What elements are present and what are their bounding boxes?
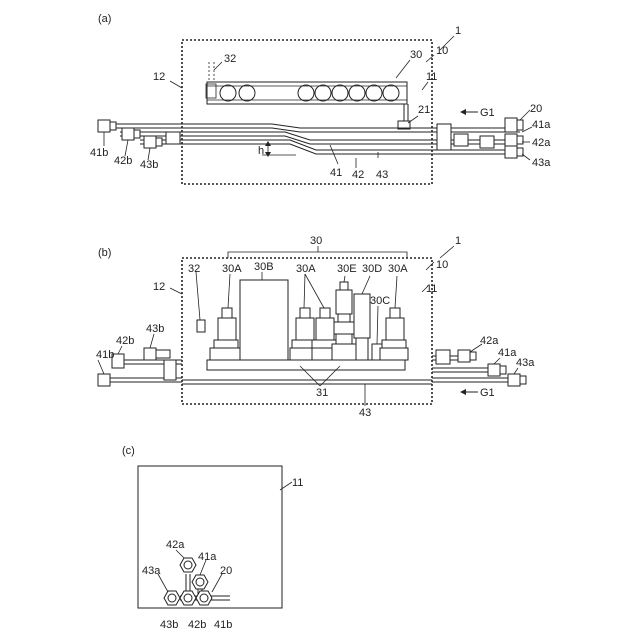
ref-31-b: 31	[316, 387, 328, 399]
fitting-42b-c	[180, 591, 196, 605]
ref-43a-c: 43a	[142, 565, 161, 577]
block-30b-b	[240, 280, 288, 360]
fitting-41a-c	[192, 575, 208, 589]
ref-12-a: 12	[153, 71, 165, 83]
figure-a: (a)	[90, 13, 551, 184]
ref-42-a: 42	[352, 169, 364, 181]
ref-12-b: 12	[153, 281, 165, 293]
ref-42b-c: 42b	[188, 619, 206, 631]
ref-41a-c: 41a	[198, 551, 217, 563]
ref-41b-b: 41b	[96, 349, 114, 361]
housing-10-a	[182, 40, 432, 184]
ref-32-b: 32	[188, 263, 200, 275]
fitting-41b-c	[196, 591, 212, 605]
ref-41a-b: 41a	[498, 347, 517, 359]
ref-43b-a: 43b	[140, 159, 158, 171]
ref-30e-b: 30E	[337, 263, 357, 275]
ref-30b-b: 30B	[254, 261, 274, 273]
ref-30d-b: 30D	[362, 263, 382, 275]
figure-c: (c)	[122, 445, 303, 631]
ref-30-a: 30	[410, 49, 422, 61]
ref-30a-1-b: 30A	[222, 263, 242, 275]
flow-g1-a: G1	[480, 107, 495, 119]
ref-30c-b: 30C	[370, 295, 390, 307]
ref-42b-b: 42b	[116, 335, 134, 347]
ref-h-a: h	[258, 145, 264, 157]
flow-g1-b: G1	[480, 387, 495, 399]
valve-30a-left	[210, 308, 240, 360]
valve-30a-right	[380, 308, 408, 360]
ref-32-a: 32	[224, 53, 236, 65]
ref-43b-b: 43b	[146, 323, 164, 335]
ref-20-c: 20	[220, 565, 232, 577]
ref-11-c: 11	[292, 477, 303, 489]
ref-42a-a: 42a	[532, 137, 551, 149]
fitting-42a-c	[180, 558, 196, 572]
ref-43-b: 43	[359, 407, 371, 419]
ref-30a-3-b: 30A	[388, 263, 408, 275]
ref-1-a: 1	[455, 25, 461, 37]
ref-10-a: 10	[436, 45, 448, 57]
ref-42a-b: 42a	[480, 335, 499, 347]
regulator-30d-30e	[332, 282, 370, 360]
base-plate-31-b	[207, 360, 405, 370]
fitting-43b-c	[164, 591, 180, 605]
ref-41a-a: 41a	[532, 119, 551, 131]
ref-42b-a: 42b	[114, 155, 132, 167]
ref-43a-b: 43a	[516, 357, 535, 369]
panel-label-c: (c)	[122, 445, 135, 457]
ref-41b-c: 41b	[214, 619, 232, 631]
ref-43b-c: 43b	[160, 619, 178, 631]
figure-b: (b)	[96, 235, 535, 419]
ref-43a-a: 43a	[532, 157, 551, 169]
ref-42a-c: 42a	[166, 539, 185, 551]
end-wall-11-c	[138, 466, 282, 608]
ref-43-a: 43	[376, 169, 388, 181]
panel-label-a: (a)	[98, 13, 111, 25]
ref-41b-a: 41b	[90, 147, 108, 159]
ref-30a-2-b: 30A	[296, 263, 316, 275]
ref-10-b: 10	[436, 259, 448, 271]
ref-20-a: 20	[530, 103, 542, 115]
ref-1-b: 1	[455, 235, 461, 247]
panel-label-b: (b)	[98, 247, 111, 259]
cylinder-row-a	[220, 85, 399, 101]
ref-41-a: 41	[330, 167, 342, 179]
ref-30-b: 30	[310, 235, 322, 247]
right-fittings-a	[437, 118, 523, 158]
ref-11-a: 11	[426, 71, 437, 83]
ref-11-b: 11	[426, 283, 437, 295]
ref-21-a: 21	[418, 104, 430, 116]
